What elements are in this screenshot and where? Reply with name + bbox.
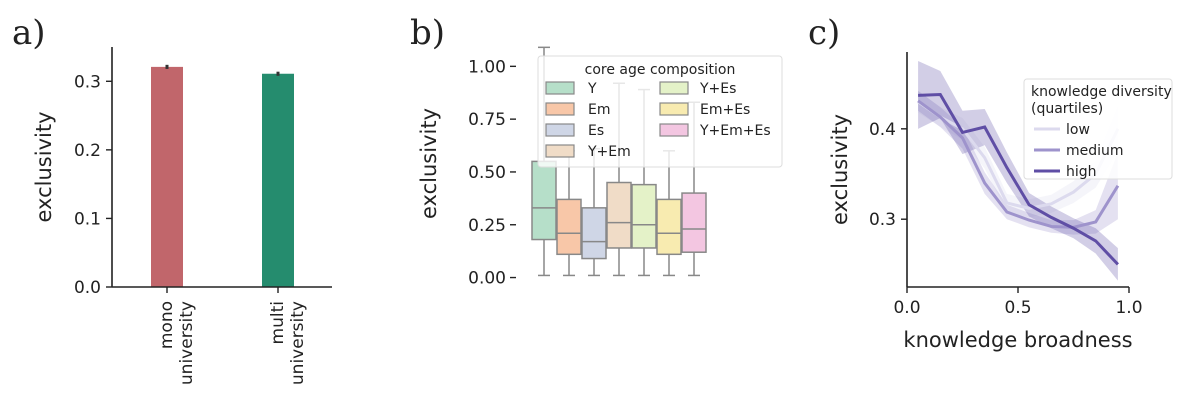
legend-swatch-Y+Es bbox=[659, 81, 689, 95]
x-axis-label: knowledge broadness bbox=[903, 328, 1132, 352]
y-tick-label: 0.3 bbox=[869, 210, 896, 230]
y-axis-ticks: 0.0 0.1 0.2 0.3 bbox=[74, 72, 112, 298]
panel-c-label: c) bbox=[808, 13, 840, 53]
box-body bbox=[631, 183, 657, 249]
box-Y+Es bbox=[631, 88, 657, 277]
bar-1 bbox=[262, 73, 294, 287]
box-body bbox=[581, 207, 607, 260]
x-tick-label-line: university bbox=[177, 301, 197, 385]
box-body bbox=[531, 160, 557, 241]
box-Em bbox=[556, 150, 582, 277]
x-tick-label: monouniversity bbox=[157, 301, 197, 385]
x-tick-label-line: university bbox=[288, 301, 308, 385]
line-high bbox=[918, 92, 1119, 266]
panel-b-box-plot: b) 0.00 0.25 0.50 0.75 1.00 exclusivity core… bbox=[410, 13, 783, 289]
panel-a-label: a) bbox=[12, 13, 46, 53]
legend-swatch-Es bbox=[545, 123, 575, 137]
y-tick-label: 0.2 bbox=[74, 141, 101, 161]
bars bbox=[151, 64, 294, 287]
y-tick-label: 0.75 bbox=[468, 110, 506, 130]
x-tick-label: 0.5 bbox=[1004, 298, 1031, 318]
line-low bbox=[917, 100, 1120, 210]
y-tick-label: 1.00 bbox=[468, 57, 506, 77]
legend-label-Es: Es bbox=[588, 123, 604, 139]
legend-title: knowledge diversity(quartiles) bbox=[1031, 84, 1172, 117]
legend-label-Em: Em bbox=[588, 102, 610, 118]
y-axis-ticks: 0.3 0.4 bbox=[869, 120, 907, 230]
legend-swatch-Y+Em bbox=[545, 144, 575, 158]
series-lines bbox=[917, 92, 1120, 266]
box-body bbox=[681, 192, 707, 253]
x-tick-label: multiuniversity bbox=[268, 301, 308, 385]
y-axis-label: exclusivity bbox=[32, 112, 56, 223]
legend-label-high: high bbox=[1066, 164, 1097, 180]
y-tick-label: 0.00 bbox=[468, 269, 506, 289]
legend-title-line: knowledge diversity bbox=[1031, 84, 1172, 100]
legend-swatch-Y+Em+Es bbox=[659, 123, 689, 137]
box-Y+Em+Es bbox=[681, 101, 707, 277]
legend: knowledge diversity(quartiles) low medium… bbox=[1023, 78, 1173, 180]
legend-label-Y+Em+Es: Y+Em+Es bbox=[699, 123, 771, 139]
y-tick-label: 0.25 bbox=[468, 216, 506, 236]
legend-label-Y: Y bbox=[587, 81, 597, 97]
x-tick-label: 1.0 bbox=[1115, 298, 1142, 318]
legend-label-Y+Es: Y+Es bbox=[699, 81, 736, 97]
legend-swatch-Em bbox=[545, 102, 575, 116]
box-body bbox=[606, 181, 632, 249]
legend: core age composition YEmEsY+EmY+EsEm+EsY… bbox=[537, 55, 783, 168]
x-tick-label-line: mono bbox=[157, 301, 177, 349]
bar-0 bbox=[151, 66, 183, 287]
legend-title: core age composition bbox=[585, 62, 736, 78]
y-tick-label: 0.50 bbox=[468, 163, 506, 183]
panel-b-label: b) bbox=[410, 13, 445, 53]
x-tick-label-line: multi bbox=[268, 301, 288, 344]
line-medium bbox=[917, 99, 1120, 229]
legend-label-Y+Em: Y+Em bbox=[587, 144, 631, 160]
y-tick-label: 0.0 bbox=[74, 278, 101, 298]
legend-swatch-Em+Es bbox=[659, 102, 689, 116]
legend-label-medium: medium bbox=[1066, 143, 1124, 159]
y-axis-label: exclusivity bbox=[828, 114, 852, 225]
band-low bbox=[918, 90, 1118, 218]
legend-swatch-Y bbox=[545, 81, 575, 95]
y-axis-label: exclusivity bbox=[417, 108, 441, 219]
x-tick-label: 0.0 bbox=[893, 298, 920, 318]
y-axis-ticks: 0.00 0.25 0.50 0.75 1.00 bbox=[468, 57, 516, 289]
box-body bbox=[656, 198, 682, 256]
y-tick-label: 0.1 bbox=[74, 209, 101, 229]
box-body bbox=[556, 198, 582, 256]
legend-label-Em+Es: Em+Es bbox=[700, 102, 750, 118]
panel-c-line-chart: c) 0.3 0.4 0.0 0.5 1.0 exclusivity knowledg… bbox=[808, 13, 1173, 352]
legend-items: low medium high bbox=[1034, 122, 1124, 180]
legend-title-line: (quartiles) bbox=[1031, 101, 1103, 117]
x-axis-ticks: 0.0 0.5 1.0 bbox=[893, 287, 1143, 318]
y-tick-label: 0.3 bbox=[74, 72, 101, 92]
box-Es bbox=[581, 147, 607, 277]
legend-label-low: low bbox=[1066, 122, 1090, 138]
y-tick-label: 0.4 bbox=[869, 120, 896, 140]
box-Em+Es bbox=[656, 150, 682, 277]
legend-frame bbox=[1023, 78, 1173, 180]
